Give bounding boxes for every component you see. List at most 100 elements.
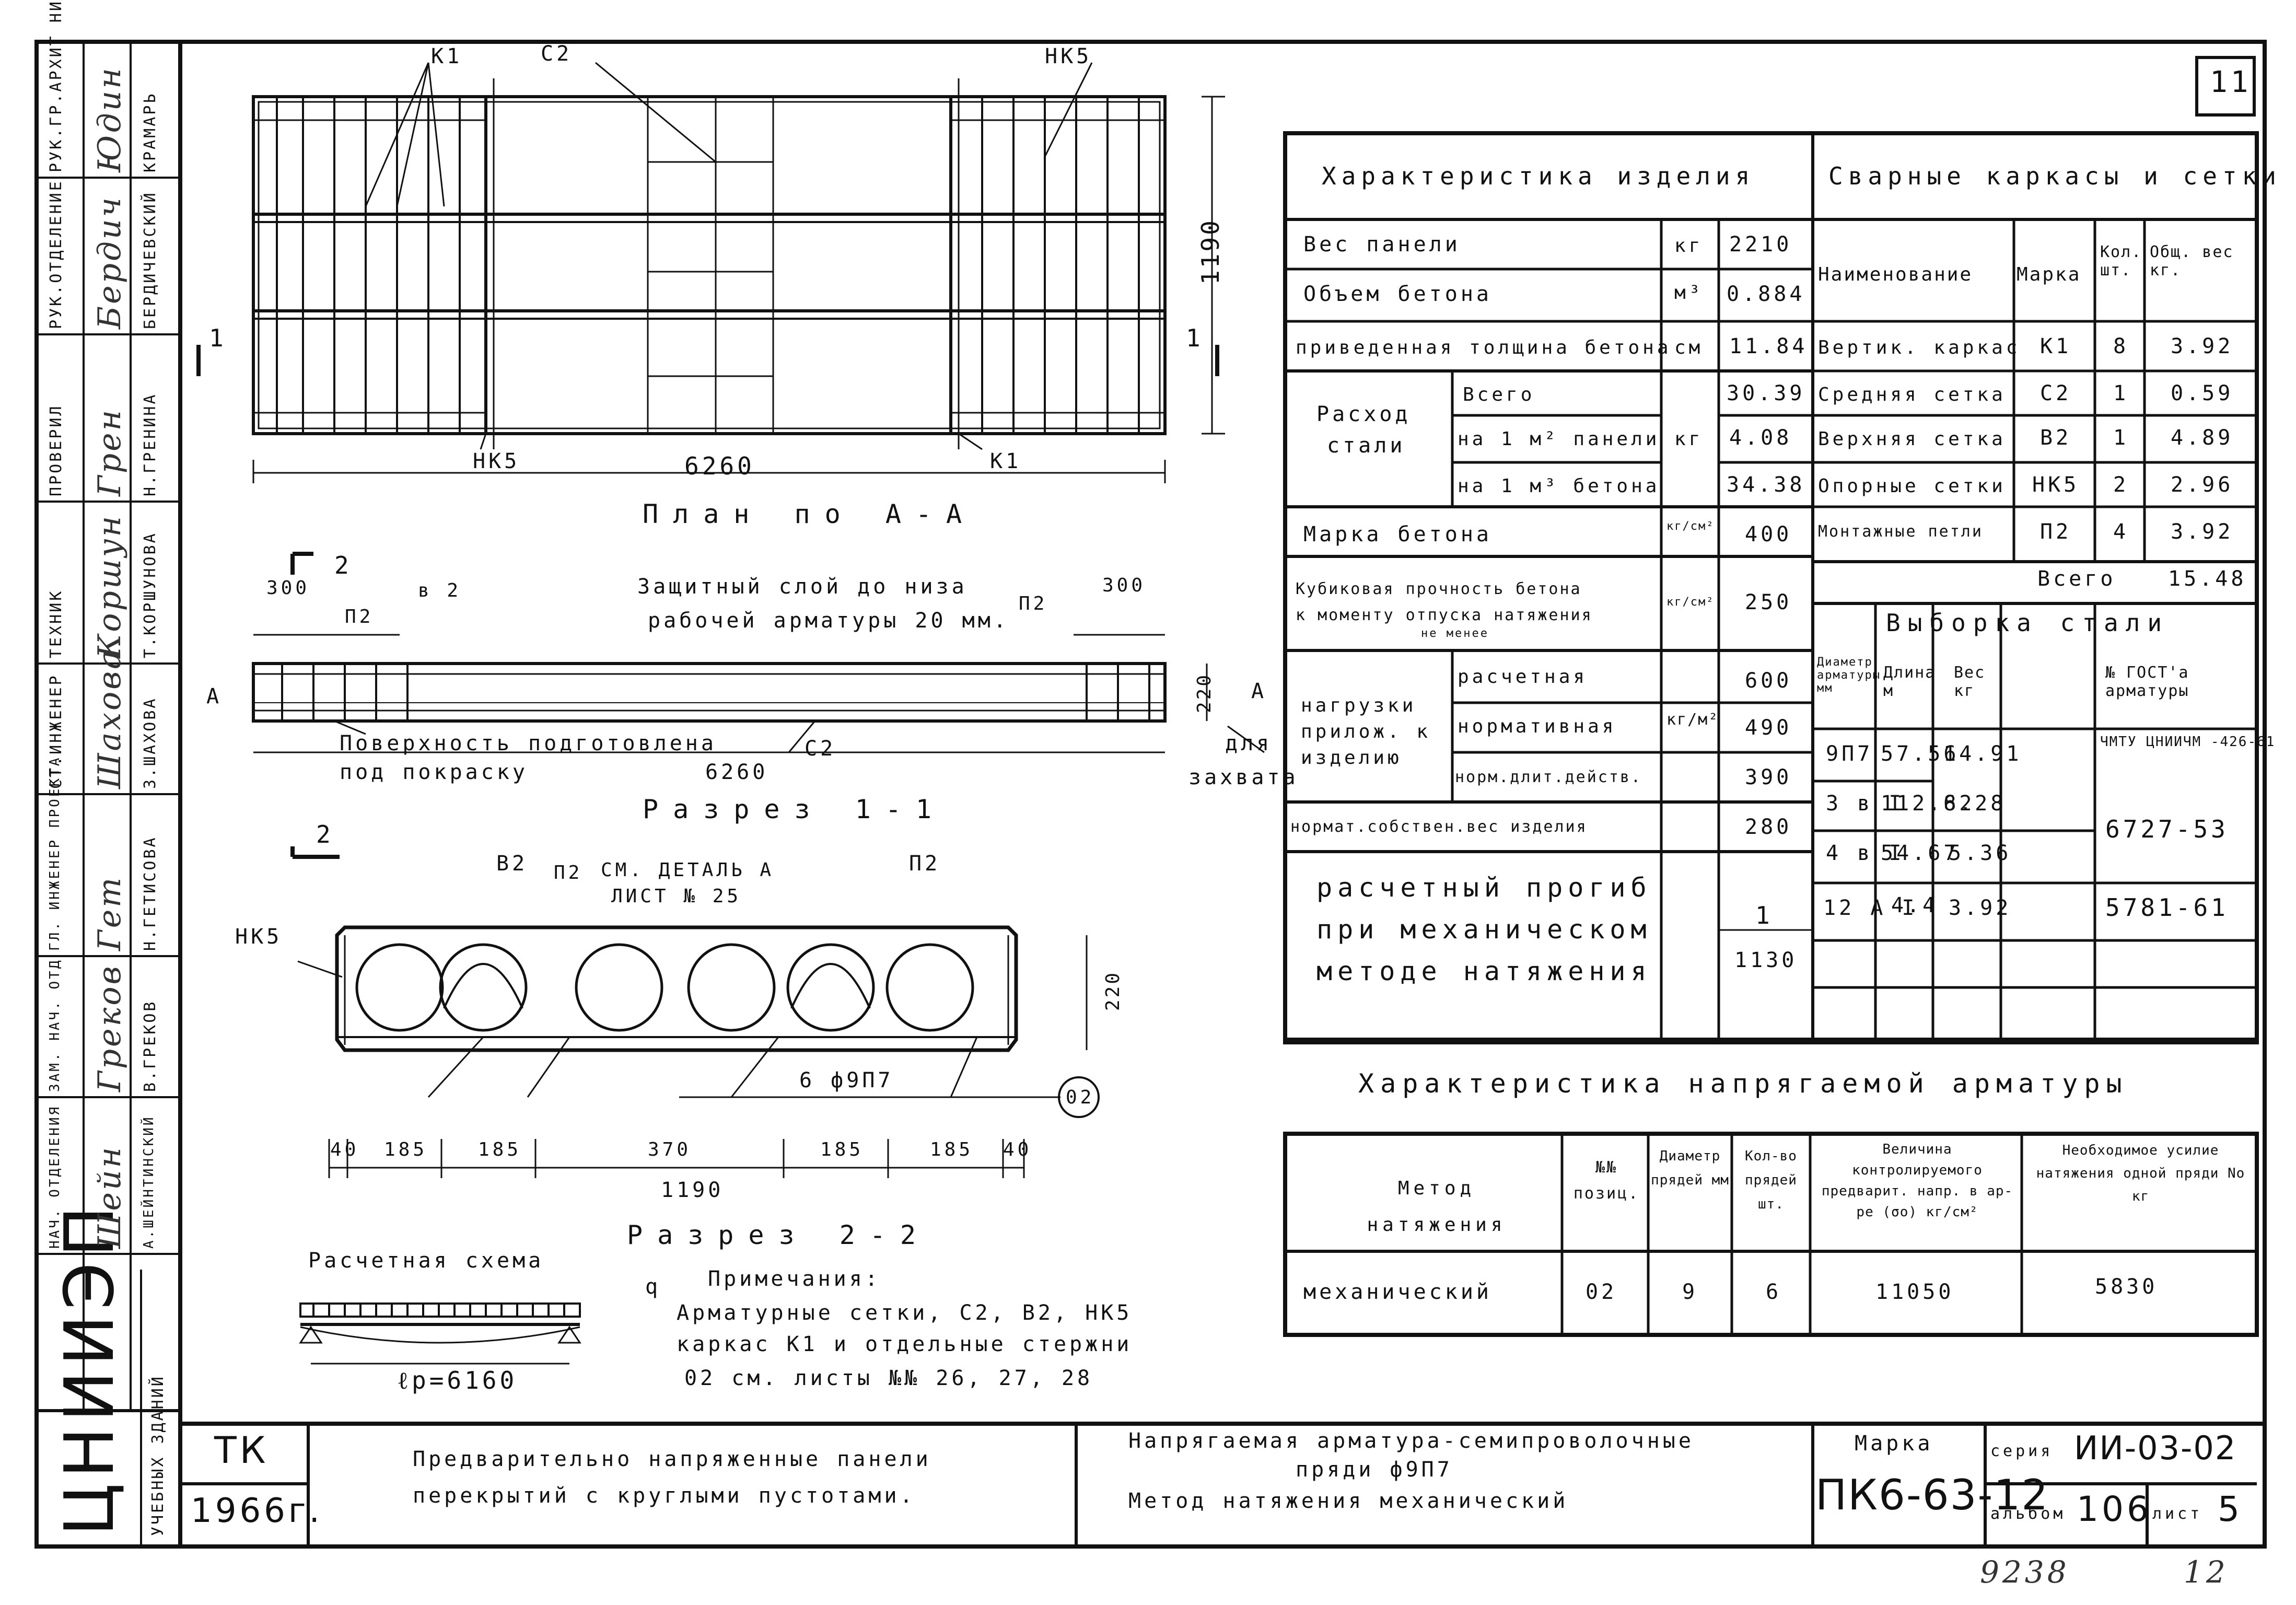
title-desc-1: Напрягаемая арматура-семипроволочные [1128, 1429, 1694, 1453]
stamp-name-1: КРАМАРЬ [141, 91, 159, 172]
signature-1: Юдин [91, 66, 128, 172]
welded-row-2-qty: 1 [2113, 381, 2129, 405]
welded-row-1-name: Вертик. каркас [1818, 337, 2021, 358]
char-load-norm-label: нормативная [1458, 716, 1617, 737]
section11-a-left: А [206, 684, 223, 708]
cut-2-mark: 2 [316, 820, 334, 848]
welded-row-2-mark: С2 [2040, 381, 2072, 405]
char-deflection-3: методе натяжения [1316, 956, 1652, 986]
welded-row-2-weight: 0.59 [2171, 381, 2234, 405]
char-cube-unit: кг/см² [1666, 596, 1715, 609]
prestress-qty: 6 [1766, 1280, 1782, 1304]
section11-grip-2: захвата [1188, 765, 1299, 789]
prestress-title: Характеристика напрягаемой арматуры [1358, 1068, 2128, 1099]
char-load-label-1: нагрузки [1301, 695, 1417, 716]
section11-left-dim: 300 [266, 577, 310, 599]
characteristics-grid [1283, 131, 2259, 1044]
title-name-2: перекрытий с круглыми пустотами. [413, 1484, 916, 1508]
char-title: Характеристика изделия [1322, 162, 1755, 190]
signature-2: Бердич [91, 195, 128, 329]
steel-row-4-len: 4.4 [1891, 893, 1939, 917]
prestress-header-method: Метод натяжения [1367, 1178, 1507, 1236]
section11-surface-2: под покраску [340, 760, 528, 784]
calc-scheme-title: Расчетная схема [308, 1249, 544, 1273]
cut-2-top: 2 [334, 551, 352, 579]
sheet-number: 11 [2210, 65, 2252, 99]
welded-header-mark: Марка [2017, 264, 2081, 285]
steel-row-4-wt: 3.92 [1949, 896, 2012, 920]
title-series-value: ИИ-03-02 [2074, 1429, 2237, 1467]
cut-1-left: 1 [209, 324, 227, 352]
steel-row-1-wt: 14.91 [1943, 742, 2022, 766]
welded-row-1-weight: 3.92 [2171, 334, 2234, 358]
title-desc-3: Метод натяжения механический [1128, 1489, 1569, 1513]
char-thickness-value: 11.84 [1729, 334, 1808, 358]
plan-view [196, 62, 1225, 483]
title-album-value: 106 [2077, 1489, 2152, 1529]
welded-header-weight: Общ. вес кг. [2150, 243, 2234, 280]
char-steel-total-value: 30.39 [1727, 381, 1805, 405]
steel-row-3-wt: 5.36 [1949, 841, 2012, 865]
section11-right-dim: 300 [1102, 575, 1146, 596]
steel-row-2-dia: 3 в I [1826, 792, 1905, 816]
title-sheet-value: 5 [2218, 1489, 2243, 1529]
welded-row-5-name: Монтажные петли [1818, 522, 1983, 541]
section-2-2 [297, 925, 1100, 1178]
section11-surface-1: Поверхность подготовлена [340, 731, 717, 755]
prestress-stress: 11050 [1875, 1280, 1954, 1304]
char-load-calc-value: 600 [1745, 669, 1792, 693]
char-load-long-value: 390 [1745, 765, 1792, 789]
section11-note-2: рабочей арматуры 20 мм. [648, 609, 1009, 633]
welded-row-3-qty: 1 [2113, 426, 2129, 450]
title-name-1: Предварительно напряженные панели [413, 1447, 931, 1471]
char-thickness-unit: см [1674, 337, 1704, 358]
char-thickness-label: приведенная толщина бетона [1296, 337, 1672, 358]
section22-dim-5: 185 [820, 1139, 864, 1160]
section11-note-1: Защитный слой до низа [637, 575, 968, 599]
section11-p2-right: П2 [1019, 593, 1048, 614]
char-steel-total-label: Всего [1463, 384, 1535, 405]
char-steel-label-2: стали [1327, 434, 1406, 458]
plan-label-k1-bottom: К1 [990, 449, 1022, 473]
plan-title: План по А-А [643, 499, 977, 529]
section22-detail-2: ЛИСТ № 25 [611, 886, 742, 907]
char-cube-label-2: к моменту отпуска натяжения [1296, 606, 1593, 624]
section22-dim-6: 185 [930, 1139, 974, 1160]
title-tk: ТК [214, 1429, 269, 1472]
steel-header-dia: Диаметр арматуры мм [1817, 656, 1881, 695]
steel-row-2-gost: 6727-53 [2105, 815, 2229, 843]
steel-row-4-dia: 12 A I [1823, 896, 1918, 920]
title-album-label: альбом [1990, 1505, 2066, 1523]
notes-heading: Примечания: [708, 1267, 881, 1291]
steel-row-1-dia: 9П7 [1826, 742, 1873, 766]
welded-row-3-weight: 4.89 [2171, 426, 2234, 450]
steel-row-3-dia: 4 в I [1826, 841, 1905, 865]
welded-title: Сварные каркасы и сетки [1828, 162, 2281, 190]
prestress-header-dia: Диаметр прядей мм [1651, 1148, 1729, 1188]
char-deflection-1: расчетный прогиб [1316, 873, 1652, 903]
signature-4: Коршун [91, 514, 128, 658]
org-subtitle: УЧЕБНЫХ ЗДАНИЙ [149, 1375, 167, 1536]
section22-p2: П2 [554, 862, 583, 883]
title-sheet-label: лист [2152, 1505, 2203, 1523]
steel-header-gost: № ГОСТ'а арматуры [2105, 664, 2189, 700]
char-steel-m2-value: 4.08 [1729, 426, 1792, 450]
welded-row-3-mark: В2 [2040, 426, 2072, 450]
char-grade-unit: кг/см² [1666, 520, 1715, 533]
char-deflection-num: 1 [1755, 901, 1773, 929]
char-cube-label-3: не менее [1421, 627, 1489, 640]
section22-dim-3: 185 [478, 1139, 522, 1160]
section22-dim-2: 185 [384, 1139, 428, 1160]
char-weight-label: Вес панели [1303, 232, 1461, 257]
notes-line-3: 02 см. листы №№ 26, 27, 28 [684, 1366, 1093, 1390]
char-weight-unit: кг [1674, 235, 1704, 257]
steel-row-1-gost: ЧМТУ ЦНИИЧМ -426-61 [2100, 734, 2276, 750]
plan-label-c2: С2 [541, 42, 573, 66]
char-steel-m3-value: 34.38 [1727, 473, 1805, 497]
section11-length: 6260 [705, 760, 768, 784]
char-steel-label-1: Расход [1316, 402, 1411, 426]
stamp-name-2: БЕРДИЧЕВСКИЙ [141, 191, 159, 329]
signature-6: Гет [91, 875, 128, 951]
section22-height: 220 [1102, 970, 1124, 1011]
notes-line-1: Арматурные сетки, С2, В2, НК5 [677, 1301, 1133, 1325]
